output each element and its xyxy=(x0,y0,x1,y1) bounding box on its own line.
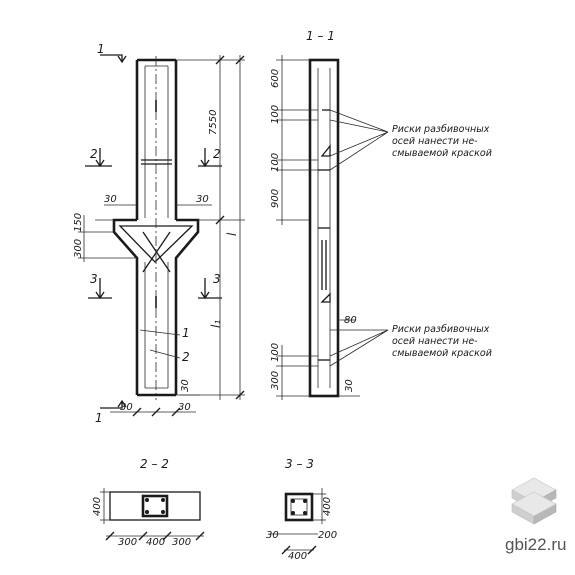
tick xyxy=(162,531,172,541)
dim-30-s11: 30 xyxy=(344,379,355,392)
leader-line xyxy=(149,349,181,359)
tick xyxy=(151,407,161,417)
tick xyxy=(195,531,205,541)
section-1-1: 1 – 1 600 100 100 900 100 300 80 30 xyxy=(270,29,492,400)
section-title-3-3: 3 – 3 xyxy=(285,457,314,471)
section-3-3-tie xyxy=(290,498,308,516)
lifting-loop-bottom xyxy=(320,292,331,303)
section-title-2-2: 2 – 2 xyxy=(140,457,169,471)
dim-900: 900 xyxy=(270,189,281,208)
section-mark-3-left: 3 xyxy=(90,272,98,286)
section-mark-1-bottom: 1 xyxy=(95,411,103,425)
dim-l1: l₁ xyxy=(209,320,223,328)
section-1-1-outline xyxy=(308,58,340,398)
watermark-text: gbi22.ru xyxy=(505,535,566,554)
dim-30-s33: 30 xyxy=(266,530,279,541)
rebar-dot xyxy=(161,510,165,514)
arrow-icon xyxy=(200,148,210,168)
dim-30-bottom-right: 30 xyxy=(178,402,191,413)
section-3-3: 3 – 3 400 30 200 400 xyxy=(266,457,337,562)
note-top-line-2: осей нанести не- xyxy=(392,136,478,147)
note-bottom-line-1: Риски разбивочных xyxy=(392,324,490,335)
leader-line xyxy=(139,329,181,336)
tick xyxy=(138,531,148,541)
note-bottom-line-2: осей нанести не- xyxy=(392,336,478,347)
tick xyxy=(215,215,225,225)
dim-150: 150 xyxy=(73,213,84,232)
dim-300-right-s22: 300 xyxy=(172,537,191,548)
dim-600: 600 xyxy=(270,69,281,88)
rebar-dot xyxy=(291,511,295,515)
tick xyxy=(215,55,225,65)
section-cut-1-top xyxy=(100,54,123,62)
corbel-diagonal-2 xyxy=(142,231,171,273)
dim-100c: 100 xyxy=(270,343,281,362)
tick xyxy=(105,531,115,541)
section-3-3-outline xyxy=(284,492,314,522)
section-cut-1-bottom xyxy=(100,401,123,409)
tick xyxy=(132,407,142,417)
rebar-dot xyxy=(145,510,149,514)
tick xyxy=(281,545,291,555)
stack-logo-icon xyxy=(511,477,557,525)
section-2-2: 2 – 2 400 300 400 300 xyxy=(92,457,205,548)
rebar-dot xyxy=(161,498,165,502)
rebar-dot xyxy=(145,498,149,502)
arrow-icon xyxy=(117,55,127,64)
dim-30-right: 30 xyxy=(196,194,209,205)
dim-100: 100 xyxy=(270,105,281,124)
tick xyxy=(235,390,245,400)
column-elevation: 1 1 2 2 3 3 7550 l l₁ 150 xyxy=(73,42,245,425)
arrow-icon xyxy=(200,278,210,300)
lifting-loop-top xyxy=(320,144,331,157)
tick xyxy=(235,55,245,65)
dim-300-s11: 300 xyxy=(270,371,281,390)
arrow-icon xyxy=(95,278,105,300)
dim-l: l xyxy=(225,232,239,236)
callout-2: 2 xyxy=(182,350,190,364)
note-top: Риски разбивочных осей нанести не- смыва… xyxy=(392,124,492,159)
dim-300: 300 xyxy=(73,239,84,258)
dim-80: 80 xyxy=(344,315,357,326)
dim-400-s33: 400 xyxy=(322,497,333,516)
rebar-dot xyxy=(303,511,307,515)
section-mark-1-top: 1 xyxy=(97,42,105,56)
dim-400-s22: 400 xyxy=(92,497,103,516)
dim-30-vertical: 30 xyxy=(180,379,191,392)
rebar-dot xyxy=(291,499,295,503)
note-bottom: Риски разбивочных осей нанести не- смыва… xyxy=(392,324,492,359)
dim-400-bottom-s33: 400 xyxy=(288,551,307,562)
rebar-dot xyxy=(303,499,307,503)
arrow-icon xyxy=(95,148,105,168)
dim-30-left: 30 xyxy=(104,194,117,205)
dim-200-s33: 200 xyxy=(318,530,337,541)
section-title-1-1: 1 – 1 xyxy=(306,29,335,43)
note-leaders-top xyxy=(329,109,389,171)
note-top-line-3: смываемой краской xyxy=(392,148,492,159)
section-mark-3-right: 3 xyxy=(213,272,221,286)
dim-300-left-s22: 300 xyxy=(118,537,137,548)
tick xyxy=(171,407,181,417)
dim-400-mid-s22: 400 xyxy=(146,537,165,548)
dim-100b: 100 xyxy=(270,153,281,172)
dim-30-bottom-left: 30 xyxy=(120,402,133,413)
section-2-2-core xyxy=(141,494,169,518)
section-mark-2-right: 2 xyxy=(213,147,221,161)
section-mark-2-left: 2 xyxy=(90,147,98,161)
tick xyxy=(307,545,317,555)
note-top-line-1: Риски разбивочных xyxy=(392,124,490,135)
arrow-icon xyxy=(117,399,127,408)
note-bottom-line-3: смываемой краской xyxy=(392,348,492,359)
section-2-2-outline xyxy=(109,491,201,521)
note-leaders-bottom xyxy=(329,329,389,367)
watermark-logo: gbi22.ru xyxy=(505,477,566,554)
dim-7550: 7550 xyxy=(208,110,219,135)
callout-1: 1 xyxy=(182,326,190,340)
